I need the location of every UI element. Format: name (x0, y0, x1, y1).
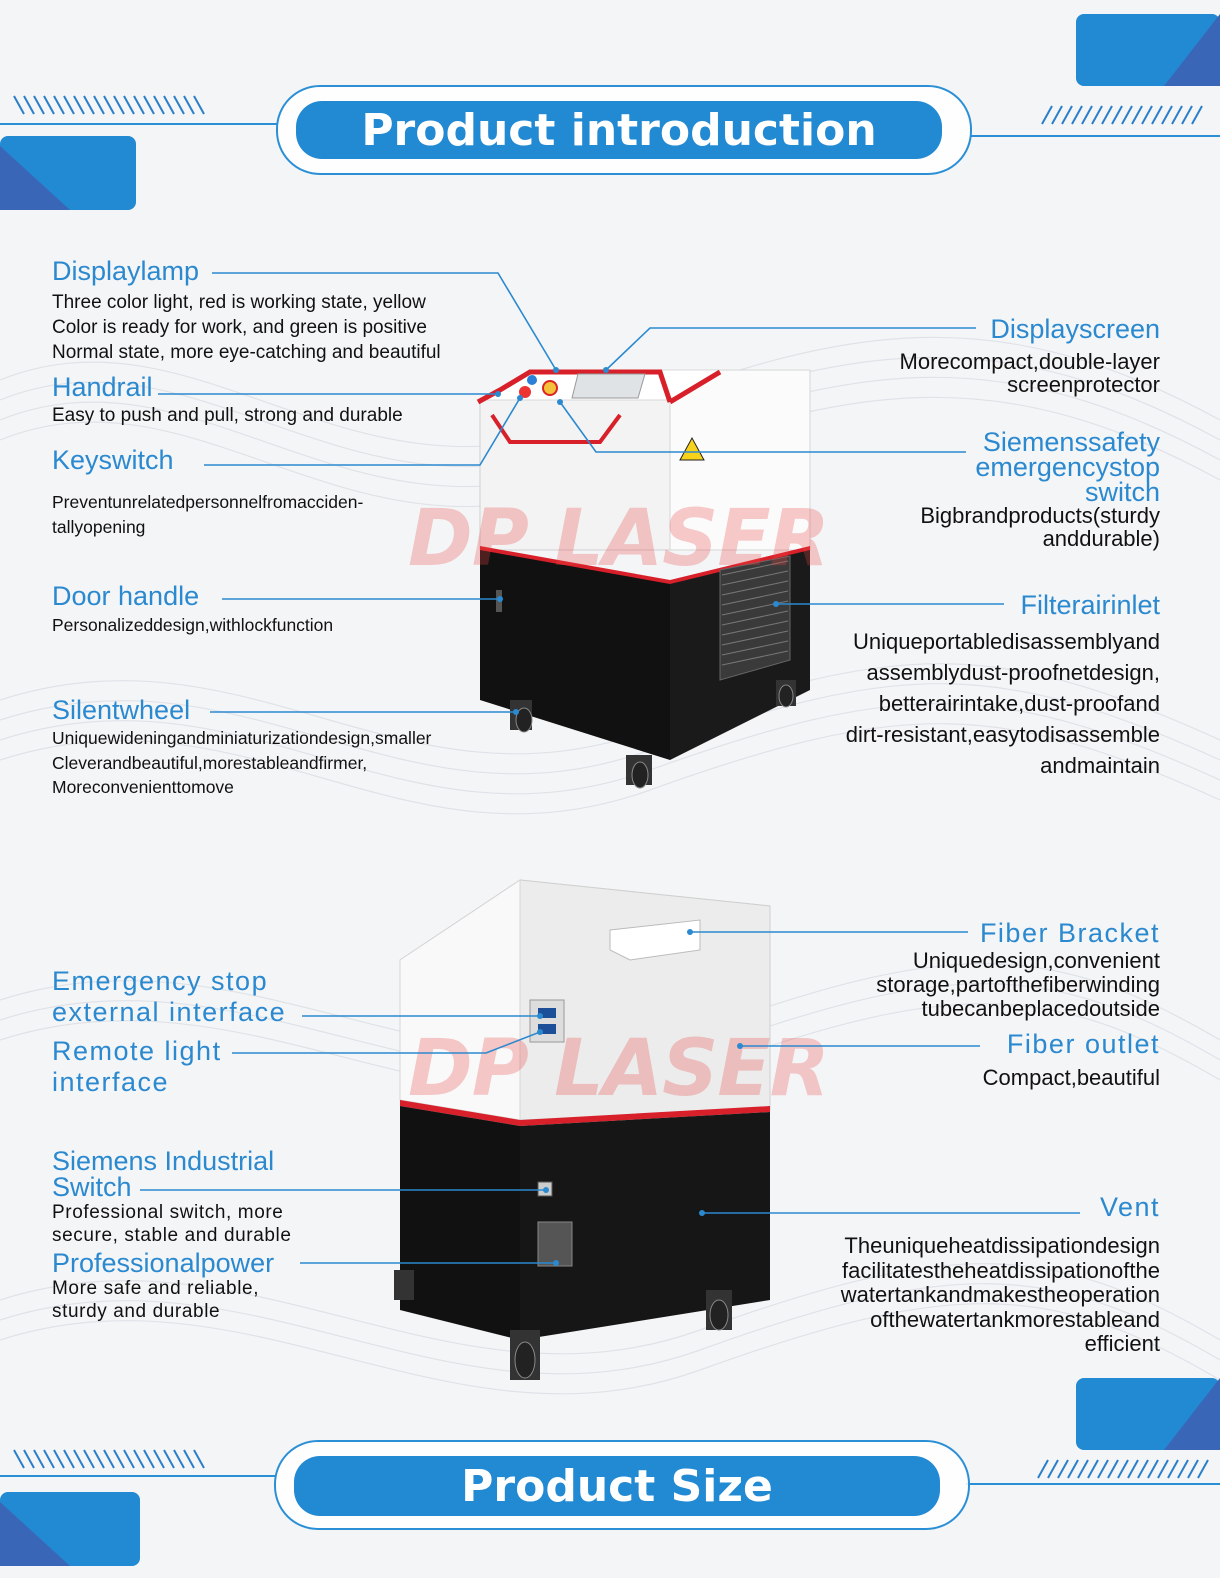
desc-line: Preventunrelatedpersonnelfromacciden- (52, 492, 364, 512)
desc-line: tallyopening (52, 516, 146, 537)
corner-block-top-right (1076, 14, 1220, 86)
desc-line: secure, stable and durable (52, 1225, 292, 1246)
desc-line: screenprotector (1007, 372, 1160, 397)
desc-power: More safe and reliable, sturdy and durab… (52, 1277, 259, 1323)
desc-line: Personalizeddesign,withlockfunction (52, 615, 334, 635)
desc-line: Theuniqueheatdissipationdesign (844, 1233, 1160, 1258)
label-emergency-interface: Emergency stop external interface (52, 966, 286, 1028)
label-line: Remote light (52, 1036, 222, 1066)
label-power: Professionalpower (52, 1248, 275, 1278)
corner-block-bottom-left (0, 1492, 140, 1566)
desc-keyswitch: Preventunrelatedpersonnelfromacciden- ta… (52, 490, 363, 539)
label-line: Siemenssafety (982, 427, 1160, 457)
watermark-back: DP LASER (408, 1024, 830, 1114)
desc-line: Morecompact,double-layer (899, 349, 1160, 374)
label-remote-light: Remote light interface (52, 1036, 222, 1098)
label-line: Siemens Industrial (52, 1146, 275, 1176)
desc-line: watertankandmakestheoperation (840, 1282, 1160, 1307)
desc-line: assemblydust-proofnetdesign, (866, 660, 1161, 685)
header-title: Product introduction (296, 101, 942, 159)
desc-industrial-switch: Professional switch, more secure, stable… (52, 1201, 292, 1247)
desc-line: Color is ready for work, and green is po… (52, 317, 427, 338)
desc-line: facilitatestheheatdissipationofthe (842, 1257, 1160, 1283)
label-fiber-bracket: Fiber Bracket (979, 918, 1160, 948)
label-industrial-switch: Siemens Industrial Switch (52, 1146, 275, 1202)
label-display-screen: Displayscreen (990, 314, 1160, 344)
label-keyswitch: Keyswitch (52, 445, 174, 475)
label-line: Switch (52, 1172, 132, 1202)
desc-line: Uniquedesign,convenient (912, 948, 1160, 973)
desc-line: Normal state, more eye-catching and beau… (52, 342, 441, 363)
label-display-lamp: Displaylamp (52, 256, 200, 286)
label-line: Emergency stop (52, 966, 269, 996)
label-line: external interface (52, 997, 287, 1027)
desc-display-screen: Morecompact,double-layer screenprotector (900, 350, 1160, 396)
corner-block-top-left (0, 136, 136, 210)
desc-display-lamp: Three color light, red is working state,… (52, 290, 441, 365)
machine-back-view (394, 879, 771, 1380)
watermark-front: DP LASER (408, 494, 830, 584)
desc-filter-air-inlet: Uniqueportabledisassemblyand assemblydus… (846, 626, 1160, 781)
desc-line: Professional switch, more (52, 1202, 284, 1223)
desc-line: More safe and reliable, (52, 1278, 260, 1299)
hatch-top-left (13, 95, 205, 115)
desc-line: sturdy and durable (52, 1301, 221, 1322)
desc-silent-wheel: Uniquewideningandminiaturizationdesign,s… (52, 726, 431, 800)
desc-line: ofthewatertankmorestableand (870, 1306, 1160, 1332)
desc-line: Moreconvenienttomove (52, 777, 234, 797)
desc-fiber-outlet: Compact,beautiful (983, 1062, 1160, 1093)
desc-fiber-bracket: Uniquedesign,convenient storage,partofth… (876, 949, 1160, 1021)
desc-line: storage,partofthefiberwinding (876, 972, 1160, 997)
desc-vent: Theuniqueheatdissipationdesign facilitat… (840, 1233, 1160, 1357)
corner-block-bottom-right (1076, 1378, 1220, 1450)
label-line: emergencystop (975, 452, 1160, 482)
desc-handrail: Easy to push and pull, strong and durabl… (52, 403, 403, 428)
label-silent-wheel: Silentwheel (52, 695, 191, 725)
label-filter-air-inlet: Filterairinlet (1020, 590, 1160, 620)
header-banner-side-lines (0, 123, 1220, 137)
desc-line: tubecanbeplacedoutside (921, 996, 1160, 1021)
label-emergency-stop: Siemenssafety emergencystop switch (975, 427, 1160, 507)
desc-line: Easy to push and pull, strong and durabl… (52, 405, 403, 426)
desc-door-handle: Personalizeddesign,withlockfunction (52, 613, 333, 638)
desc-line: Uniqueportabledisassemblyand (853, 629, 1160, 654)
desc-line: Uniquewideningandminiaturizationdesign,s… (52, 728, 432, 748)
desc-line: betterairintake,dust-proofand (878, 691, 1160, 716)
footer-title: Product Size (294, 1456, 940, 1516)
label-line: switch (1084, 477, 1160, 507)
hatch-bottom-right (1037, 1459, 1209, 1479)
desc-emergency-stop: Bigbrandproducts(sturdy anddurable) (920, 504, 1160, 550)
desc-line: efficient (1084, 1331, 1160, 1356)
label-door-handle: Door handle (52, 581, 200, 611)
footer-banner-side-lines (0, 1475, 1220, 1485)
desc-line: anddurable) (1042, 526, 1160, 551)
label-line: interface (52, 1067, 170, 1097)
desc-line: Compact,beautiful (982, 1065, 1160, 1090)
label-fiber-outlet: Fiber outlet (1006, 1029, 1160, 1059)
desc-line: andmaintain (1040, 753, 1160, 778)
label-vent: Vent (1099, 1192, 1160, 1222)
label-handrail: Handrail (52, 372, 153, 402)
hatch-bottom-left (13, 1449, 205, 1469)
desc-line: Three color light, red is working state,… (52, 292, 426, 313)
desc-line: Cleverandbeautiful,morestableandfirmer, (52, 752, 368, 773)
desc-line: dirt-resistant,easytodisassemble (845, 722, 1160, 747)
hatch-top-right (1041, 105, 1203, 125)
desc-line: Bigbrandproducts(sturdy (920, 503, 1160, 528)
